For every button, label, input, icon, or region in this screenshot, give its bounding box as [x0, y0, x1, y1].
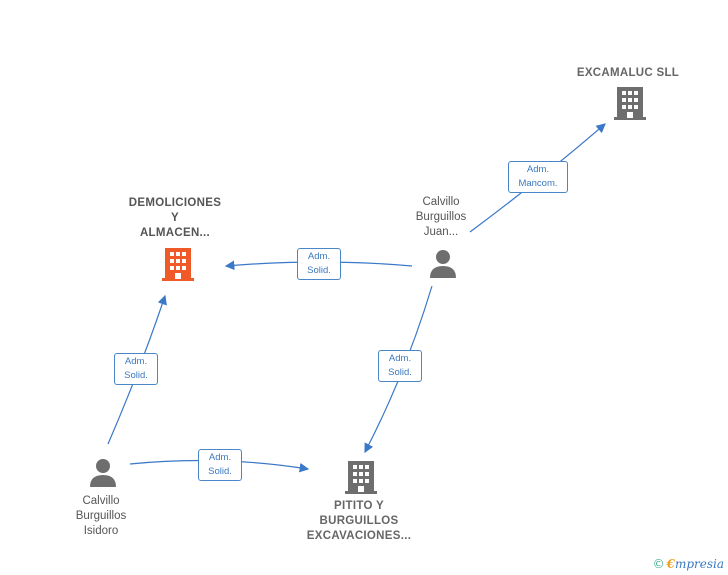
company-name-line: ALMACEN...: [139, 227, 211, 239]
company-name-line: Y: [171, 212, 179, 224]
edge-label-line: Adm.: [526, 164, 550, 175]
person-label-isidoro[interactable]: Calvillo Burguillos Isidoro: [56, 494, 146, 539]
edge-label-line: Solid.: [124, 370, 148, 381]
edge-label-isidoro-pitito[interactable]: Adm. Solid.: [198, 449, 242, 481]
edge-label-line: Solid.: [388, 367, 412, 378]
person-name-line: Calvillo: [82, 495, 120, 507]
edge-label-line: Adm.: [307, 251, 331, 262]
edge-label-line: Mancom.: [518, 178, 558, 189]
brand-footer: ©€mpresia: [653, 557, 724, 571]
person-name-line: Juan...: [423, 226, 459, 238]
copyright-icon: ©: [652, 557, 665, 571]
company-label-pitito[interactable]: PITITO Y BURGUILLOS EXCAVACIONES...: [294, 499, 424, 544]
edge-label-juan-demoliciones[interactable]: Adm. Solid.: [297, 248, 341, 280]
brand-logo-initial: €: [666, 557, 675, 571]
person-name-line: Burguillos: [415, 211, 467, 223]
company-label-excamaluc[interactable]: EXCAMALUC SLL: [560, 66, 696, 81]
edge-label-line: Adm.: [124, 356, 148, 367]
edge-label-line: Adm.: [208, 452, 232, 463]
company-label-demoliciones[interactable]: DEMOLICIONES Y ALMACEN...: [110, 196, 240, 241]
building-icon[interactable]: [614, 85, 646, 126]
company-name-line: PITITO Y: [334, 500, 384, 512]
person-name-line: Isidoro: [83, 525, 119, 537]
company-name-line: DEMOLICIONES: [128, 197, 222, 209]
building-icon[interactable]: [345, 459, 377, 500]
edge-label-line: Solid.: [208, 466, 232, 477]
edge-label-isidoro-demoliciones[interactable]: Adm. Solid.: [114, 353, 158, 385]
brand-logo-text: mpresia: [674, 557, 724, 571]
person-name-line: Burguillos: [75, 510, 127, 522]
person-icon[interactable]: [88, 457, 118, 492]
person-name-line: Calvillo: [422, 196, 460, 208]
company-name-line: EXCAVACIONES...: [306, 530, 412, 542]
edge-label-line: Solid.: [307, 265, 331, 276]
person-icon[interactable]: [428, 248, 458, 283]
company-name-line: BURGUILLOS: [319, 515, 399, 527]
person-label-juan[interactable]: Calvillo Burguillos Juan...: [396, 195, 486, 240]
building-icon[interactable]: [162, 246, 194, 287]
edge-label-line: Adm.: [388, 353, 412, 364]
edge-label-juan-pitito[interactable]: Adm. Solid.: [378, 350, 422, 382]
company-name-line: EXCAMALUC SLL: [576, 67, 680, 79]
edge-label-juan-excamaluc[interactable]: Adm. Mancom.: [508, 161, 568, 193]
